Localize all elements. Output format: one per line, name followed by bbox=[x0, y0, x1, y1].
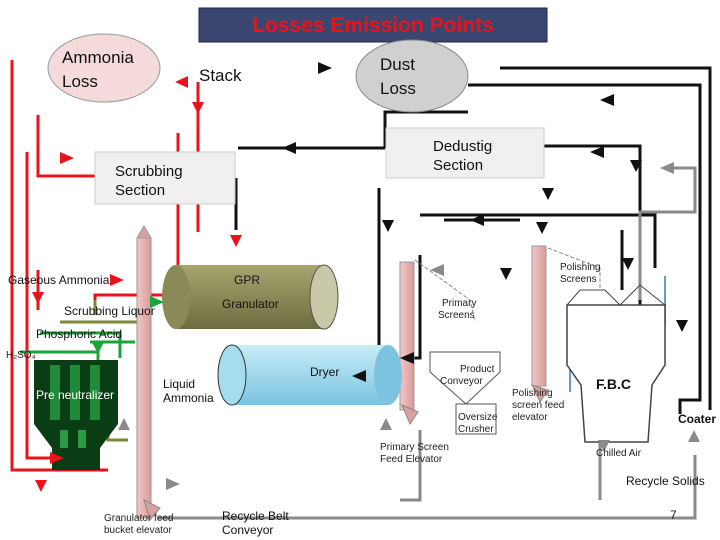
primary-screens-label-2: Screens bbox=[438, 310, 475, 321]
oversize-crusher-label-2: Crusher bbox=[458, 424, 494, 435]
oversize-crusher-box bbox=[455, 403, 497, 435]
dust-loss-label-2: Loss bbox=[380, 79, 416, 98]
product-conveyor-label-2: Conveyor bbox=[440, 376, 483, 387]
gpr-label: GPR bbox=[234, 273, 261, 287]
pre-neutralizer-label: Pre neutralizer bbox=[36, 388, 115, 402]
pre-neutralizer-vessel bbox=[34, 360, 118, 470]
primary-elevator-boot bbox=[401, 404, 419, 426]
polishing-elevator-label-1: Polishing bbox=[512, 388, 553, 399]
fbc-top bbox=[566, 284, 666, 306]
dryer-right-end bbox=[374, 345, 402, 405]
coater-label: Coater bbox=[678, 412, 717, 426]
polishing-screens-label-2: Screens bbox=[560, 274, 597, 285]
dryer-label: Dryer bbox=[310, 365, 340, 379]
scrubbing-section-box bbox=[94, 151, 236, 205]
gaseous-ammonia-label: Gaseous Ammonia bbox=[8, 273, 110, 287]
granulator-feed-elevator-head bbox=[136, 225, 152, 239]
liquid-ammonia-label-1: Liquid bbox=[163, 377, 196, 391]
polishing-elevator-boot bbox=[531, 384, 549, 404]
dryer-left-end bbox=[217, 344, 247, 406]
green-arrows bbox=[92, 296, 164, 354]
dedusting-label-2: Section bbox=[433, 157, 483, 174]
scrubbing-liquor-label: Scrubbing Liquor bbox=[64, 304, 155, 318]
polishing-elevator-label-3: elevator bbox=[512, 412, 548, 423]
polishing-screens-shape bbox=[547, 247, 601, 288]
primary-elevator-label-1: Primary Screen bbox=[380, 442, 449, 453]
product-conveyor-label-1: Product bbox=[460, 364, 495, 375]
granulator-right-end bbox=[309, 264, 339, 330]
dust-loss-label-1: Dust bbox=[380, 55, 415, 74]
recycle-belt-label-1: Recycle Belt bbox=[222, 509, 289, 523]
granulator-left-end bbox=[162, 265, 190, 329]
polishing-screen-feed-elevator bbox=[531, 245, 547, 387]
black-arrows bbox=[282, 62, 688, 382]
ammonia-loss-ellipse bbox=[47, 33, 161, 103]
primary-screen-feed-elevator bbox=[399, 261, 415, 411]
red-arrows bbox=[32, 76, 242, 492]
recycle-belt-label-2: Conveyor bbox=[222, 523, 274, 537]
granulator-feed-elevator-boot bbox=[143, 499, 161, 522]
page-number: 7 bbox=[670, 508, 677, 522]
stack-label: Stack bbox=[199, 66, 242, 85]
dedusting-section-box bbox=[385, 127, 545, 179]
dedusting-label-1: Dedustig bbox=[433, 138, 492, 155]
granulator-feed-elevator-label-1: Granulator feed bbox=[104, 513, 174, 524]
fbc-label: F.B.C bbox=[596, 376, 631, 392]
granulator-body bbox=[176, 265, 324, 329]
primary-screens-shape bbox=[414, 259, 476, 323]
h2so4-label: H₂SO₄ bbox=[6, 350, 36, 361]
granulator-feed-elevator-label-2: bucket elevator bbox=[104, 525, 172, 536]
recycle-solids-label: Recycle Solids bbox=[626, 474, 705, 488]
scrubbing-label-2: Section bbox=[115, 182, 165, 199]
granulator-label: Granulator bbox=[222, 297, 279, 311]
liquid-ammonia-label-2: Ammonia bbox=[163, 391, 214, 405]
primary-elevator-label-2: Feed Elevator bbox=[380, 454, 443, 465]
title-banner bbox=[198, 7, 548, 43]
primary-screens-label-1: Primary bbox=[442, 298, 477, 309]
oversize-crusher-label-1: Oversize bbox=[458, 412, 498, 423]
dust-loss-ellipse bbox=[355, 39, 469, 113]
polishing-screens-label-1: Polishing bbox=[560, 262, 601, 273]
fbc-vessel bbox=[566, 304, 666, 443]
polishing-elevator-label-2: screen feed bbox=[512, 400, 565, 411]
phosphoric-acid-label: Phosphoric Acid bbox=[36, 327, 123, 341]
scrubbing-label-1: Scrubbing bbox=[115, 163, 183, 180]
diagram-title: Losses Emission Points bbox=[252, 14, 494, 37]
product-conveyor-hopper bbox=[429, 351, 501, 405]
ammonia-loss-label-1: Ammonia bbox=[62, 48, 134, 67]
ammonia-loss-label-2: Loss bbox=[62, 72, 98, 91]
granulator-feed-elevator bbox=[136, 237, 152, 519]
chilled-air-label: Chilled Air bbox=[596, 448, 642, 459]
gray-arrows bbox=[118, 162, 700, 490]
